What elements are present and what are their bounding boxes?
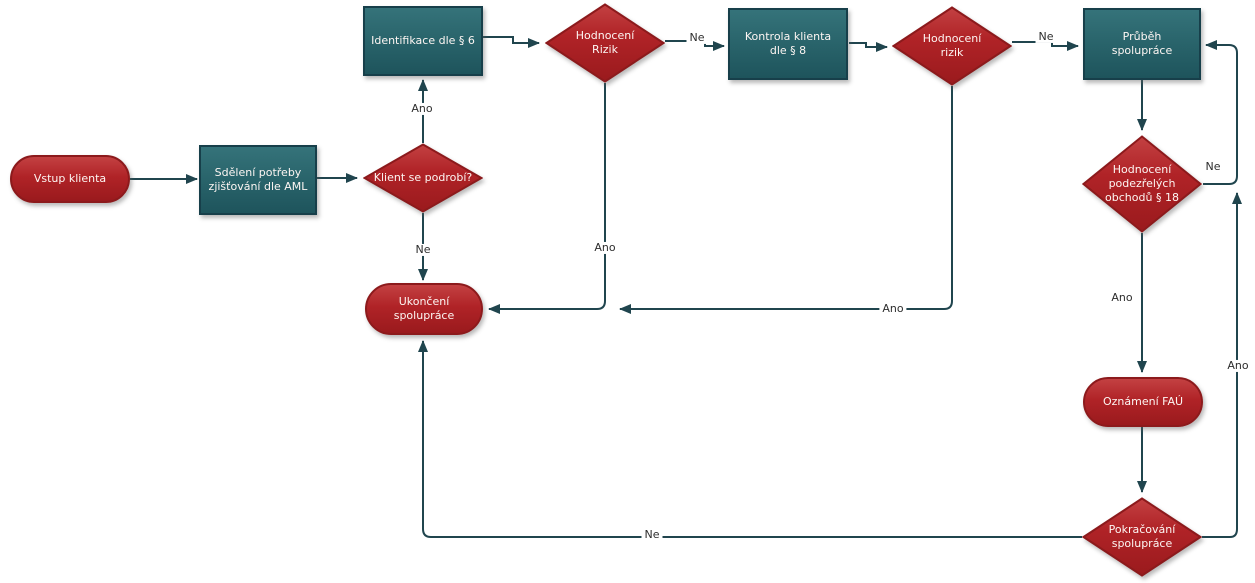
node-label: Klient se podrobí? bbox=[373, 170, 473, 184]
node-hodnoceni-rizik-2: Hodnocení rizik bbox=[892, 6, 1012, 86]
node-label: Hodnocení rizik bbox=[922, 31, 982, 59]
edge-label-ne: Ne bbox=[412, 243, 434, 257]
node-vstup-klienta: Vstup klienta bbox=[10, 155, 130, 203]
node-sdeleni-potreby: Sdělení potřeby zjišťování dle AML bbox=[199, 145, 317, 215]
edge-label-ne: Ne bbox=[1035, 30, 1057, 44]
node-label: Vstup klienta bbox=[33, 171, 107, 185]
node-label: Hodnocení Rizik bbox=[575, 28, 635, 56]
edge-kontrola-to-hodnoceni2 bbox=[849, 42, 888, 52]
node-klient-se-podrobi: Klient se podrobí? bbox=[363, 143, 483, 213]
node-kontrola-klienta: Kontrola klienta dle § 8 bbox=[728, 8, 848, 80]
edge-label-ne: Ne bbox=[1202, 160, 1224, 174]
node-label: Kontrola klienta dle § 8 bbox=[744, 29, 832, 57]
node-label: Identifikace dle § 6 bbox=[371, 33, 475, 47]
edge-hodnoceni2-ano-to-ukonceni bbox=[619, 86, 953, 314]
node-label: Pokračování spolupráce bbox=[1108, 522, 1176, 550]
node-label: Průběh spolupráce bbox=[1111, 29, 1173, 57]
edge-pokracovani-ne-to-ukonceni bbox=[418, 340, 1082, 538]
node-label: Sdělení potřeby zjišťování dle AML bbox=[208, 165, 308, 193]
node-pokracovani-spoluprace: Pokračování spolupráce bbox=[1082, 497, 1202, 577]
edge-identifikace-to-hodnoceni1 bbox=[483, 36, 540, 48]
node-label: Hodnocení podezřelých obchodů § 18 bbox=[1105, 162, 1179, 205]
edge-label-ano: Ano bbox=[1108, 291, 1136, 305]
diamond-shape bbox=[545, 3, 665, 83]
edge-label-ne: Ne bbox=[686, 31, 708, 45]
edge-label-ano: Ano bbox=[879, 302, 907, 316]
diamond-shape bbox=[1082, 497, 1202, 577]
edge-hodnoceni1-ano-to-ukonceni bbox=[488, 83, 606, 314]
edge-label-ano: Ano bbox=[1224, 359, 1252, 373]
diamond-shape bbox=[363, 143, 483, 213]
node-identifikace: Identifikace dle § 6 bbox=[363, 6, 483, 76]
edge-label-ano: Ano bbox=[591, 241, 619, 255]
node-label: Ukončení spolupráce bbox=[393, 294, 455, 322]
node-prubeh-spoluprace: Průběh spolupráce bbox=[1083, 8, 1201, 80]
diamond-shape bbox=[892, 6, 1012, 86]
node-oznameni-fau: Oznámení FAÚ bbox=[1083, 377, 1203, 427]
node-hodnoceni-rizik-1: Hodnocení Rizik bbox=[545, 3, 665, 83]
node-ukonceni-spoluprace: Ukončení spolupráce bbox=[365, 283, 483, 335]
node-hodnoceni-podezrelych: Hodnocení podezřelých obchodů § 18 bbox=[1082, 135, 1202, 233]
edge-label-ano: Ano bbox=[408, 102, 436, 116]
diamond-shape bbox=[1082, 135, 1202, 233]
node-label: Oznámení FAÚ bbox=[1102, 394, 1184, 408]
edge-label-ne: Ne bbox=[641, 528, 663, 542]
